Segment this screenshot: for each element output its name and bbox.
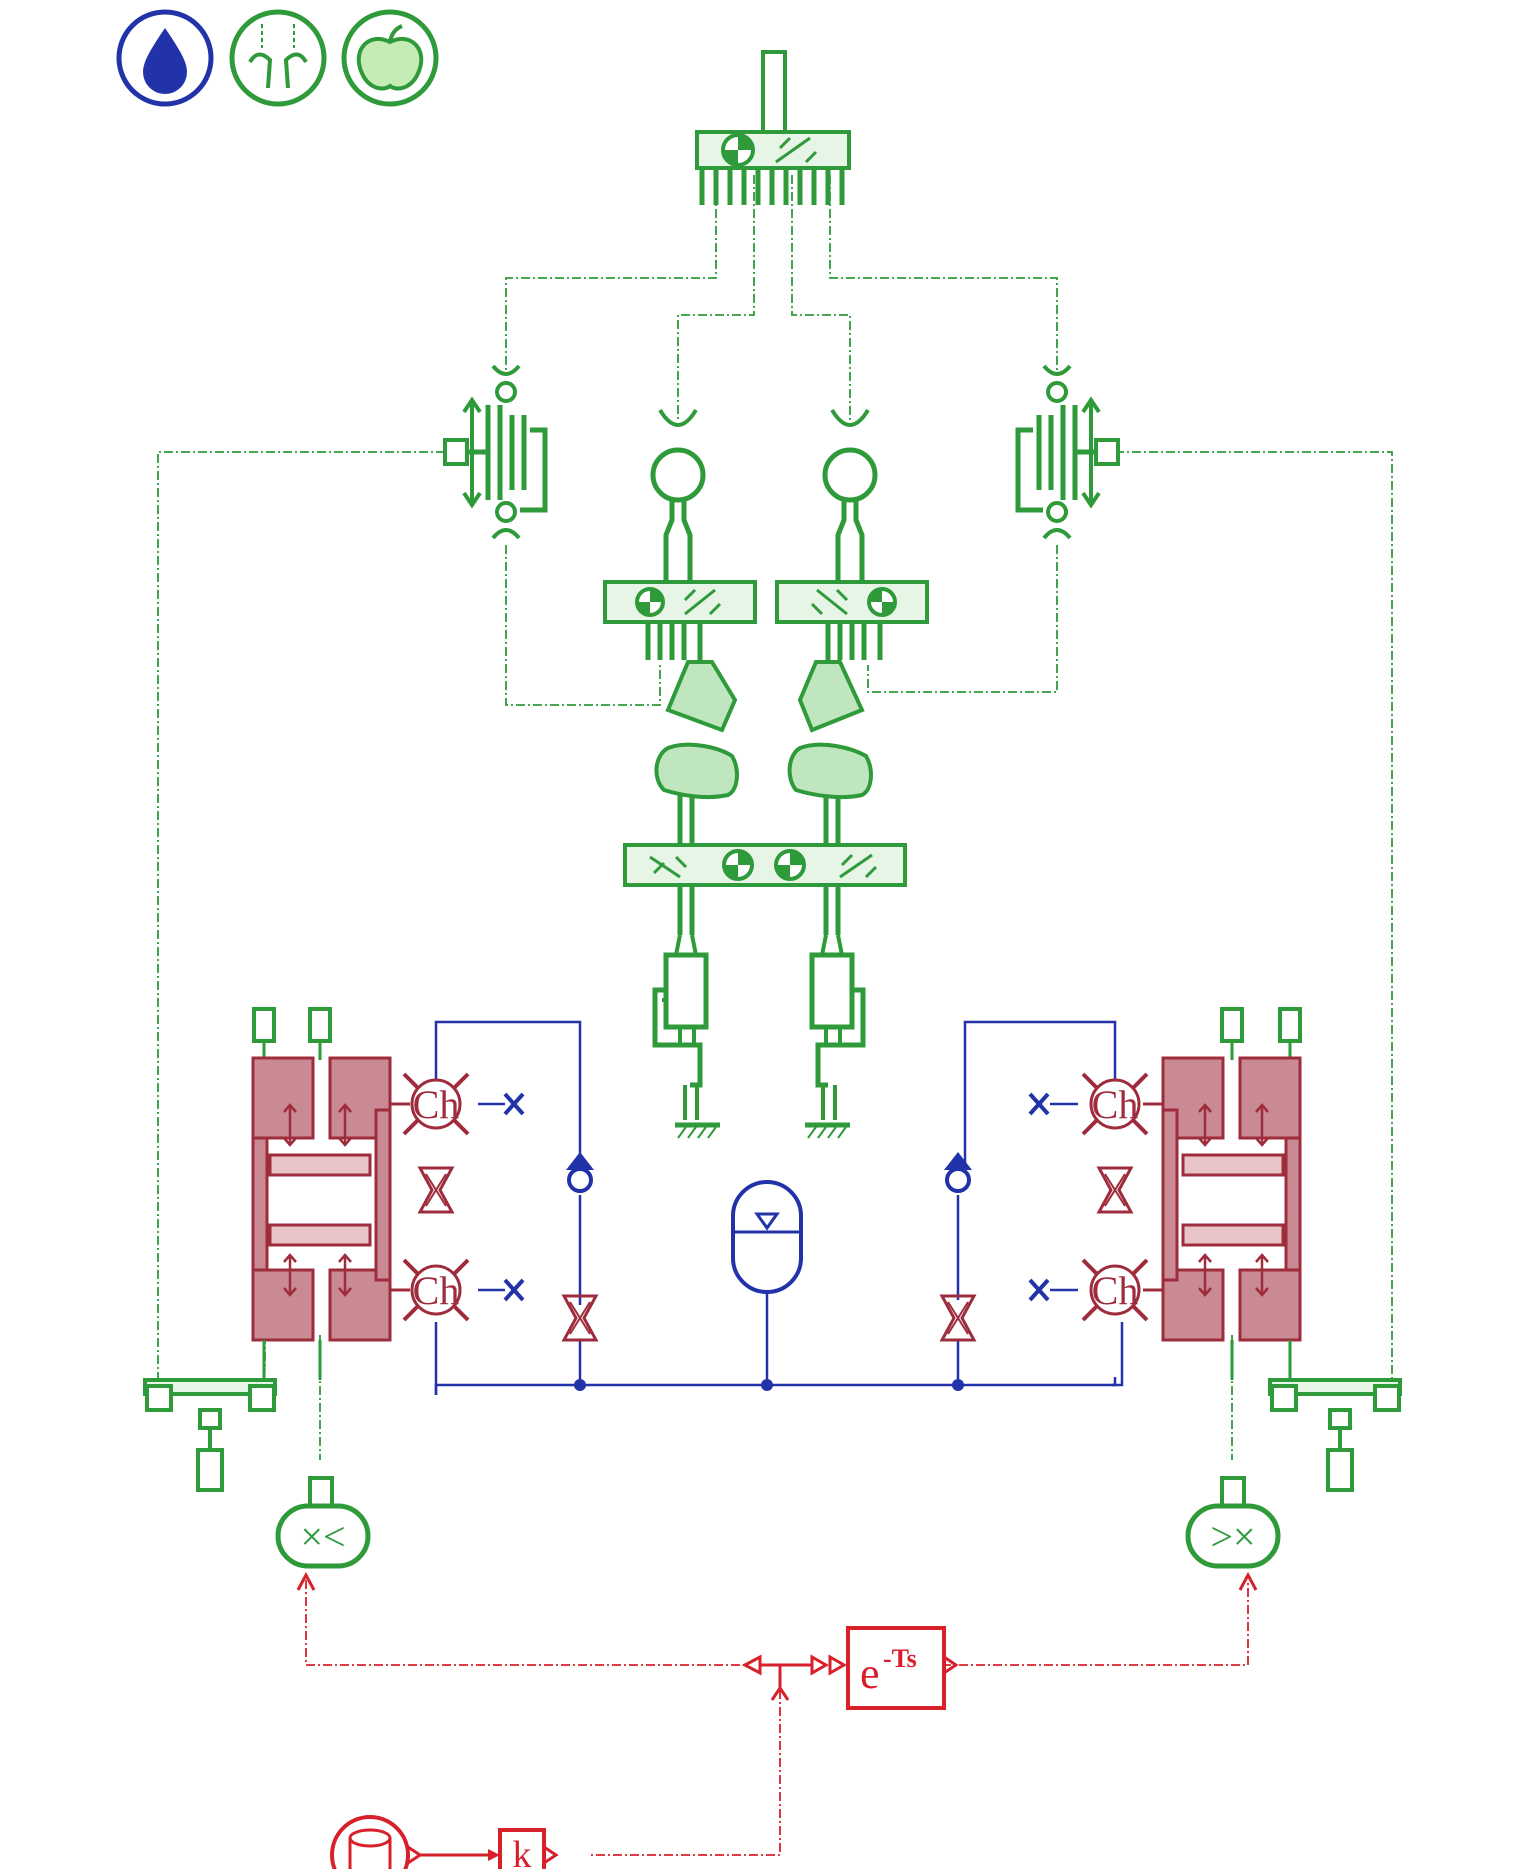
signal-arrows xyxy=(296,1571,1258,1701)
left-chamber-bottom: Ch xyxy=(402,1258,470,1322)
hydraulic-plugs xyxy=(503,1092,1050,1302)
left-comparator: ×< xyxy=(275,1476,371,1569)
accumulator xyxy=(731,1180,803,1294)
comparator-right-label: >× xyxy=(1210,1514,1255,1559)
chamber-label: Ch xyxy=(413,1082,460,1127)
delay-block: e -Ts xyxy=(846,1626,959,1710)
chamber-label: Ch xyxy=(1092,1268,1139,1313)
right-comparator: >× xyxy=(1185,1476,1281,1569)
right-chamber-bottom: Ch xyxy=(1081,1258,1149,1322)
hydraulic-junctions xyxy=(574,1379,964,1391)
right-side-piston xyxy=(1015,364,1120,540)
right-actuator xyxy=(1143,1007,1302,1380)
gain-label: k xyxy=(513,1834,532,1869)
hydraulic-restrictor-right xyxy=(940,1294,976,1342)
right-chamber-restrictor xyxy=(1097,1166,1133,1214)
middle-sensor-bar xyxy=(623,843,907,887)
top-rod xyxy=(761,50,787,134)
left-chamber-restrictor xyxy=(418,1166,454,1214)
hydraulic-drop-icon xyxy=(116,9,214,107)
check-valve-left xyxy=(566,1152,594,1193)
right-chamber-top: Ch xyxy=(1081,1072,1149,1136)
hydraulic-lines xyxy=(434,1020,1124,1395)
check-valve-right xyxy=(944,1152,972,1193)
signal-lines xyxy=(305,1580,1249,1856)
left-mount xyxy=(143,1378,277,1492)
chamber-label: Ch xyxy=(1092,1082,1139,1127)
delay-base-label: e xyxy=(860,1649,880,1698)
apple-library-icon xyxy=(341,9,439,107)
gain-block: k xyxy=(498,1828,559,1874)
left-side-piston xyxy=(443,364,548,540)
mechanical-hands-icon xyxy=(229,9,327,107)
left-chamber-top: Ch xyxy=(402,1072,470,1136)
right-mount xyxy=(1268,1378,1402,1492)
top-sensor xyxy=(695,130,851,205)
left-actuator xyxy=(251,1007,410,1380)
signal-source xyxy=(330,1815,423,1874)
delay-exp-label: -Ts xyxy=(883,1644,917,1673)
chamber-label: Ch xyxy=(413,1268,460,1313)
signal-splitter xyxy=(741,1654,848,1690)
comparator-left-label: ×< xyxy=(300,1514,345,1559)
right-column xyxy=(775,408,929,1139)
left-column xyxy=(603,408,757,1139)
source-to-gain-arrow xyxy=(488,1849,500,1861)
